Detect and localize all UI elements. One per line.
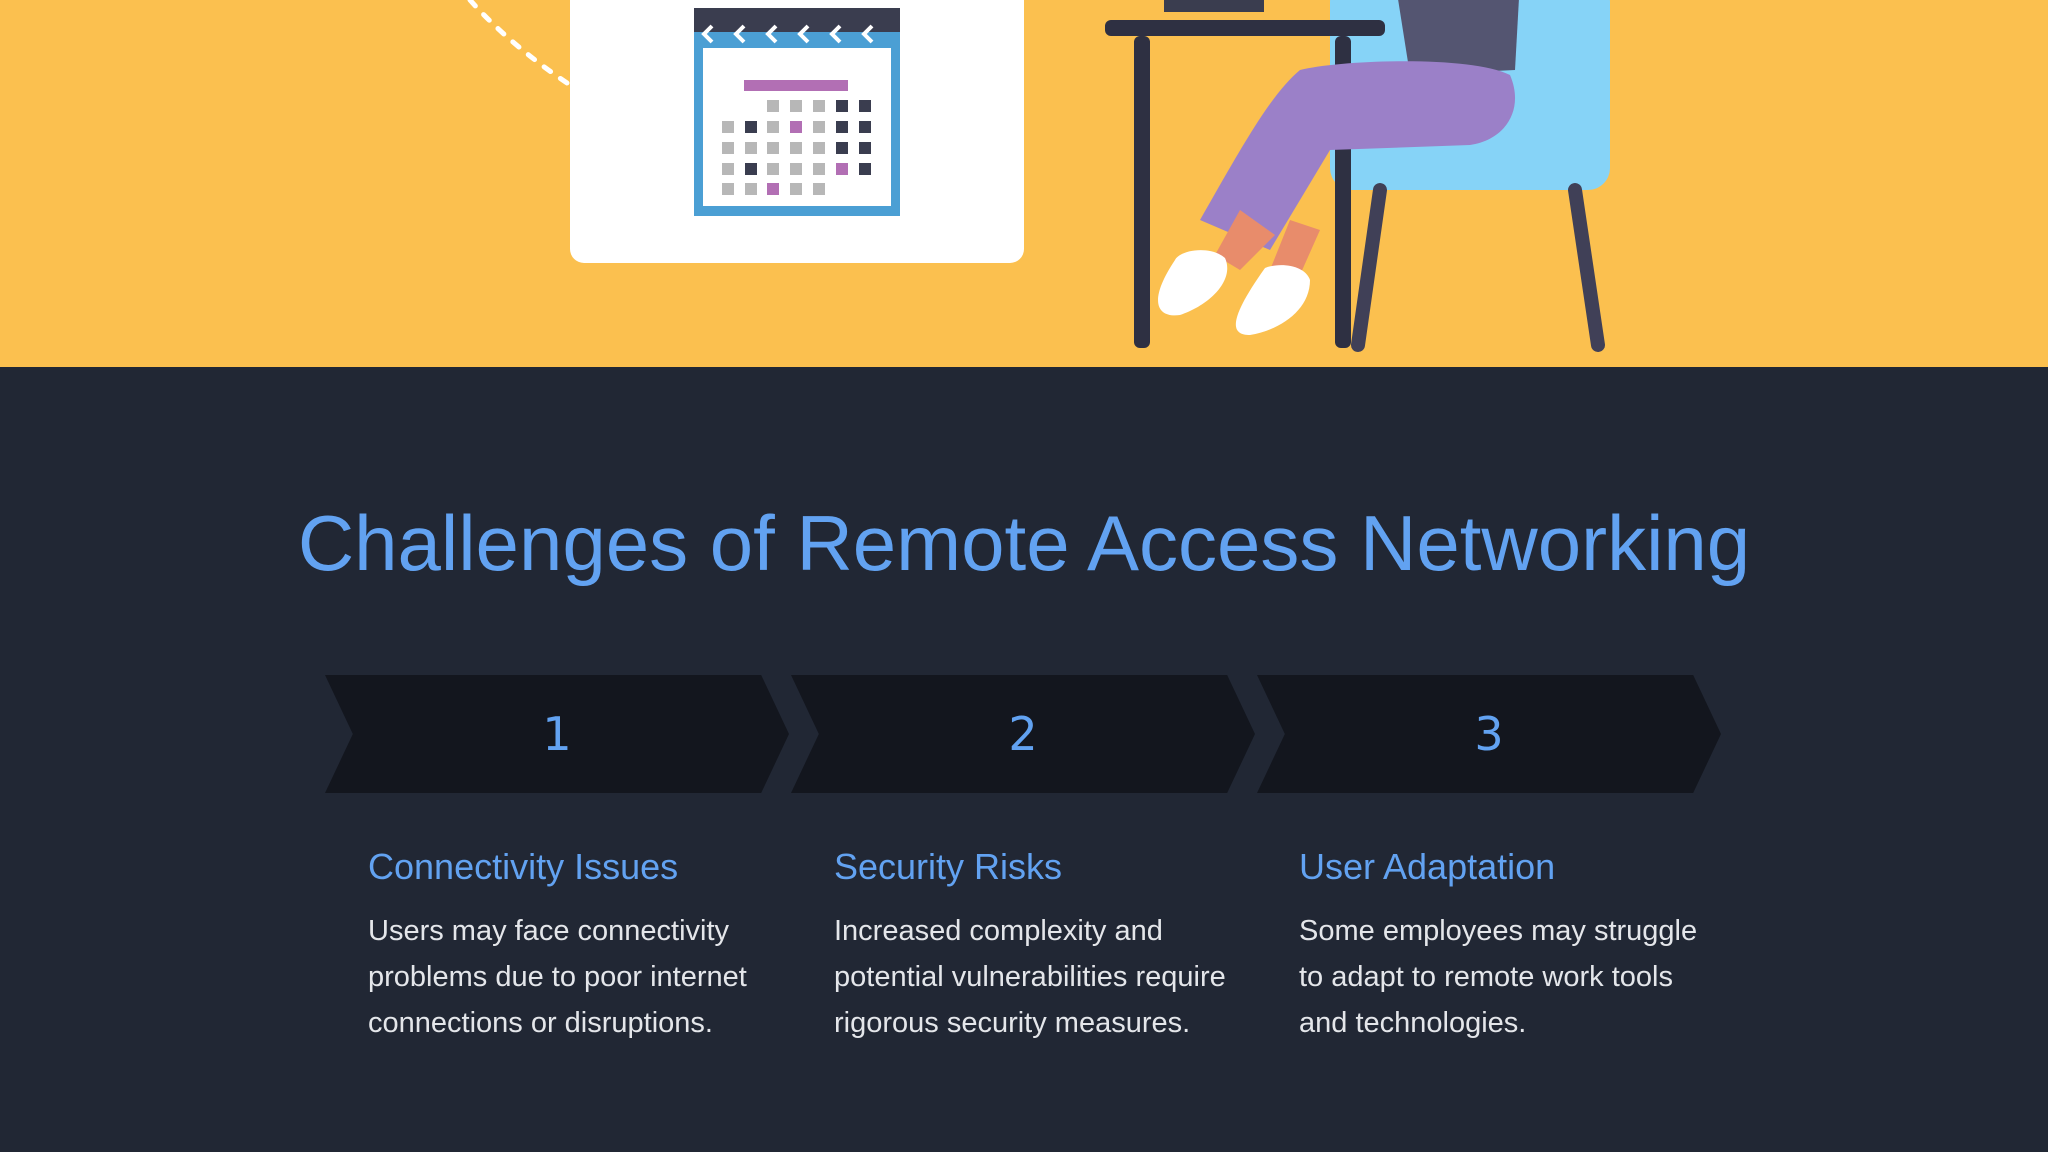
step-chevron-2: 2: [791, 675, 1255, 793]
challenges-section: Challenges of Remote Access Networking 1…: [0, 367, 2048, 1152]
step-number: 2: [1008, 707, 1038, 761]
challenge-description: Increased complexity and potential vulne…: [834, 915, 1226, 1040]
step-chevron-1: 1: [325, 675, 789, 793]
step-number: 3: [1474, 707, 1504, 761]
challenge-description: Some employees may struggle to adapt to …: [1299, 915, 1698, 1040]
hero-illustration: [0, 0, 2048, 367]
challenge-description: Users may face connectivity problems due…: [368, 915, 747, 1040]
challenge-connectivity: Connectivity Issues Users may face conne…: [368, 845, 768, 1046]
person-at-desk-illustration: [1158, 0, 1519, 335]
challenge-heading: Connectivity Issues: [368, 846, 679, 887]
calendar-icon: [694, 8, 900, 216]
step-chevron-3: 3: [1257, 675, 1721, 793]
challenge-heading: User Adaptation: [1299, 846, 1556, 887]
challenge-security: Security Risks Increased complexity and …: [834, 845, 1234, 1046]
challenge-heading: Security Risks: [834, 846, 1063, 887]
remote-work-illustration: [467, 0, 1610, 352]
challenge-user-adaptation: User Adaptation Some employees may strug…: [1299, 845, 1699, 1046]
step-number: 1: [542, 707, 572, 761]
page-title: Challenges of Remote Access Networking: [297, 499, 1751, 588]
